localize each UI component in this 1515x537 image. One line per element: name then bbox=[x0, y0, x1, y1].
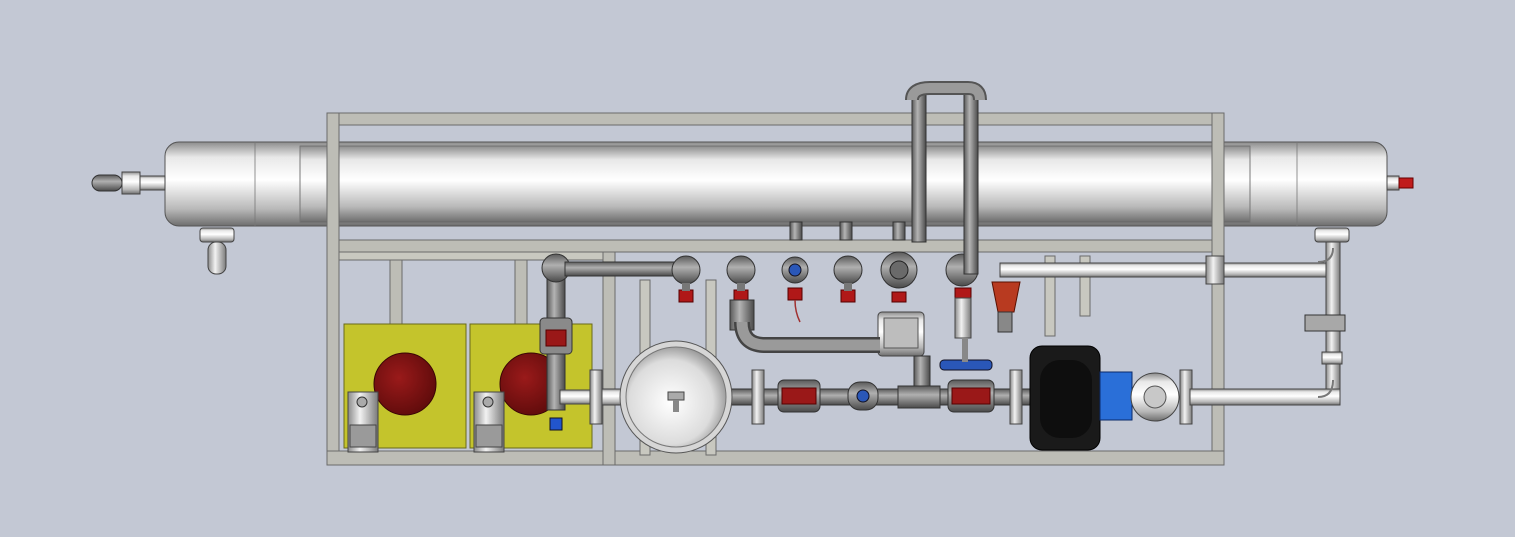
manifold-valve-1 bbox=[671, 255, 701, 303]
tee-fitting bbox=[897, 385, 941, 409]
dosing-tank-1 bbox=[343, 323, 467, 453]
manifold-valve-4 bbox=[880, 251, 918, 303]
line-valve-2 bbox=[947, 379, 995, 413]
motor-coupling bbox=[1099, 371, 1133, 421]
dosing-tank-2 bbox=[469, 323, 593, 453]
high-pressure-pump bbox=[1029, 345, 1180, 451]
right-end-cap-port bbox=[1314, 175, 1414, 243]
cartridge-filter-red bbox=[991, 281, 1021, 333]
vessel-connections bbox=[789, 81, 987, 275]
sight-glass bbox=[847, 381, 879, 411]
pressure-regulator bbox=[939, 297, 993, 371]
manifold-valve-2 bbox=[726, 255, 756, 303]
line-valve-1 bbox=[777, 379, 821, 413]
cartridge-filter-housing bbox=[619, 340, 733, 454]
actuator bbox=[877, 311, 925, 357]
membrane-pressure-vessel bbox=[164, 141, 1388, 227]
dosing-valve bbox=[545, 329, 567, 347]
flow-meter bbox=[781, 256, 809, 323]
bypass-pipe bbox=[729, 299, 931, 391]
left-end-cap-inlet bbox=[91, 171, 235, 275]
manifold-valve-3 bbox=[833, 255, 863, 303]
